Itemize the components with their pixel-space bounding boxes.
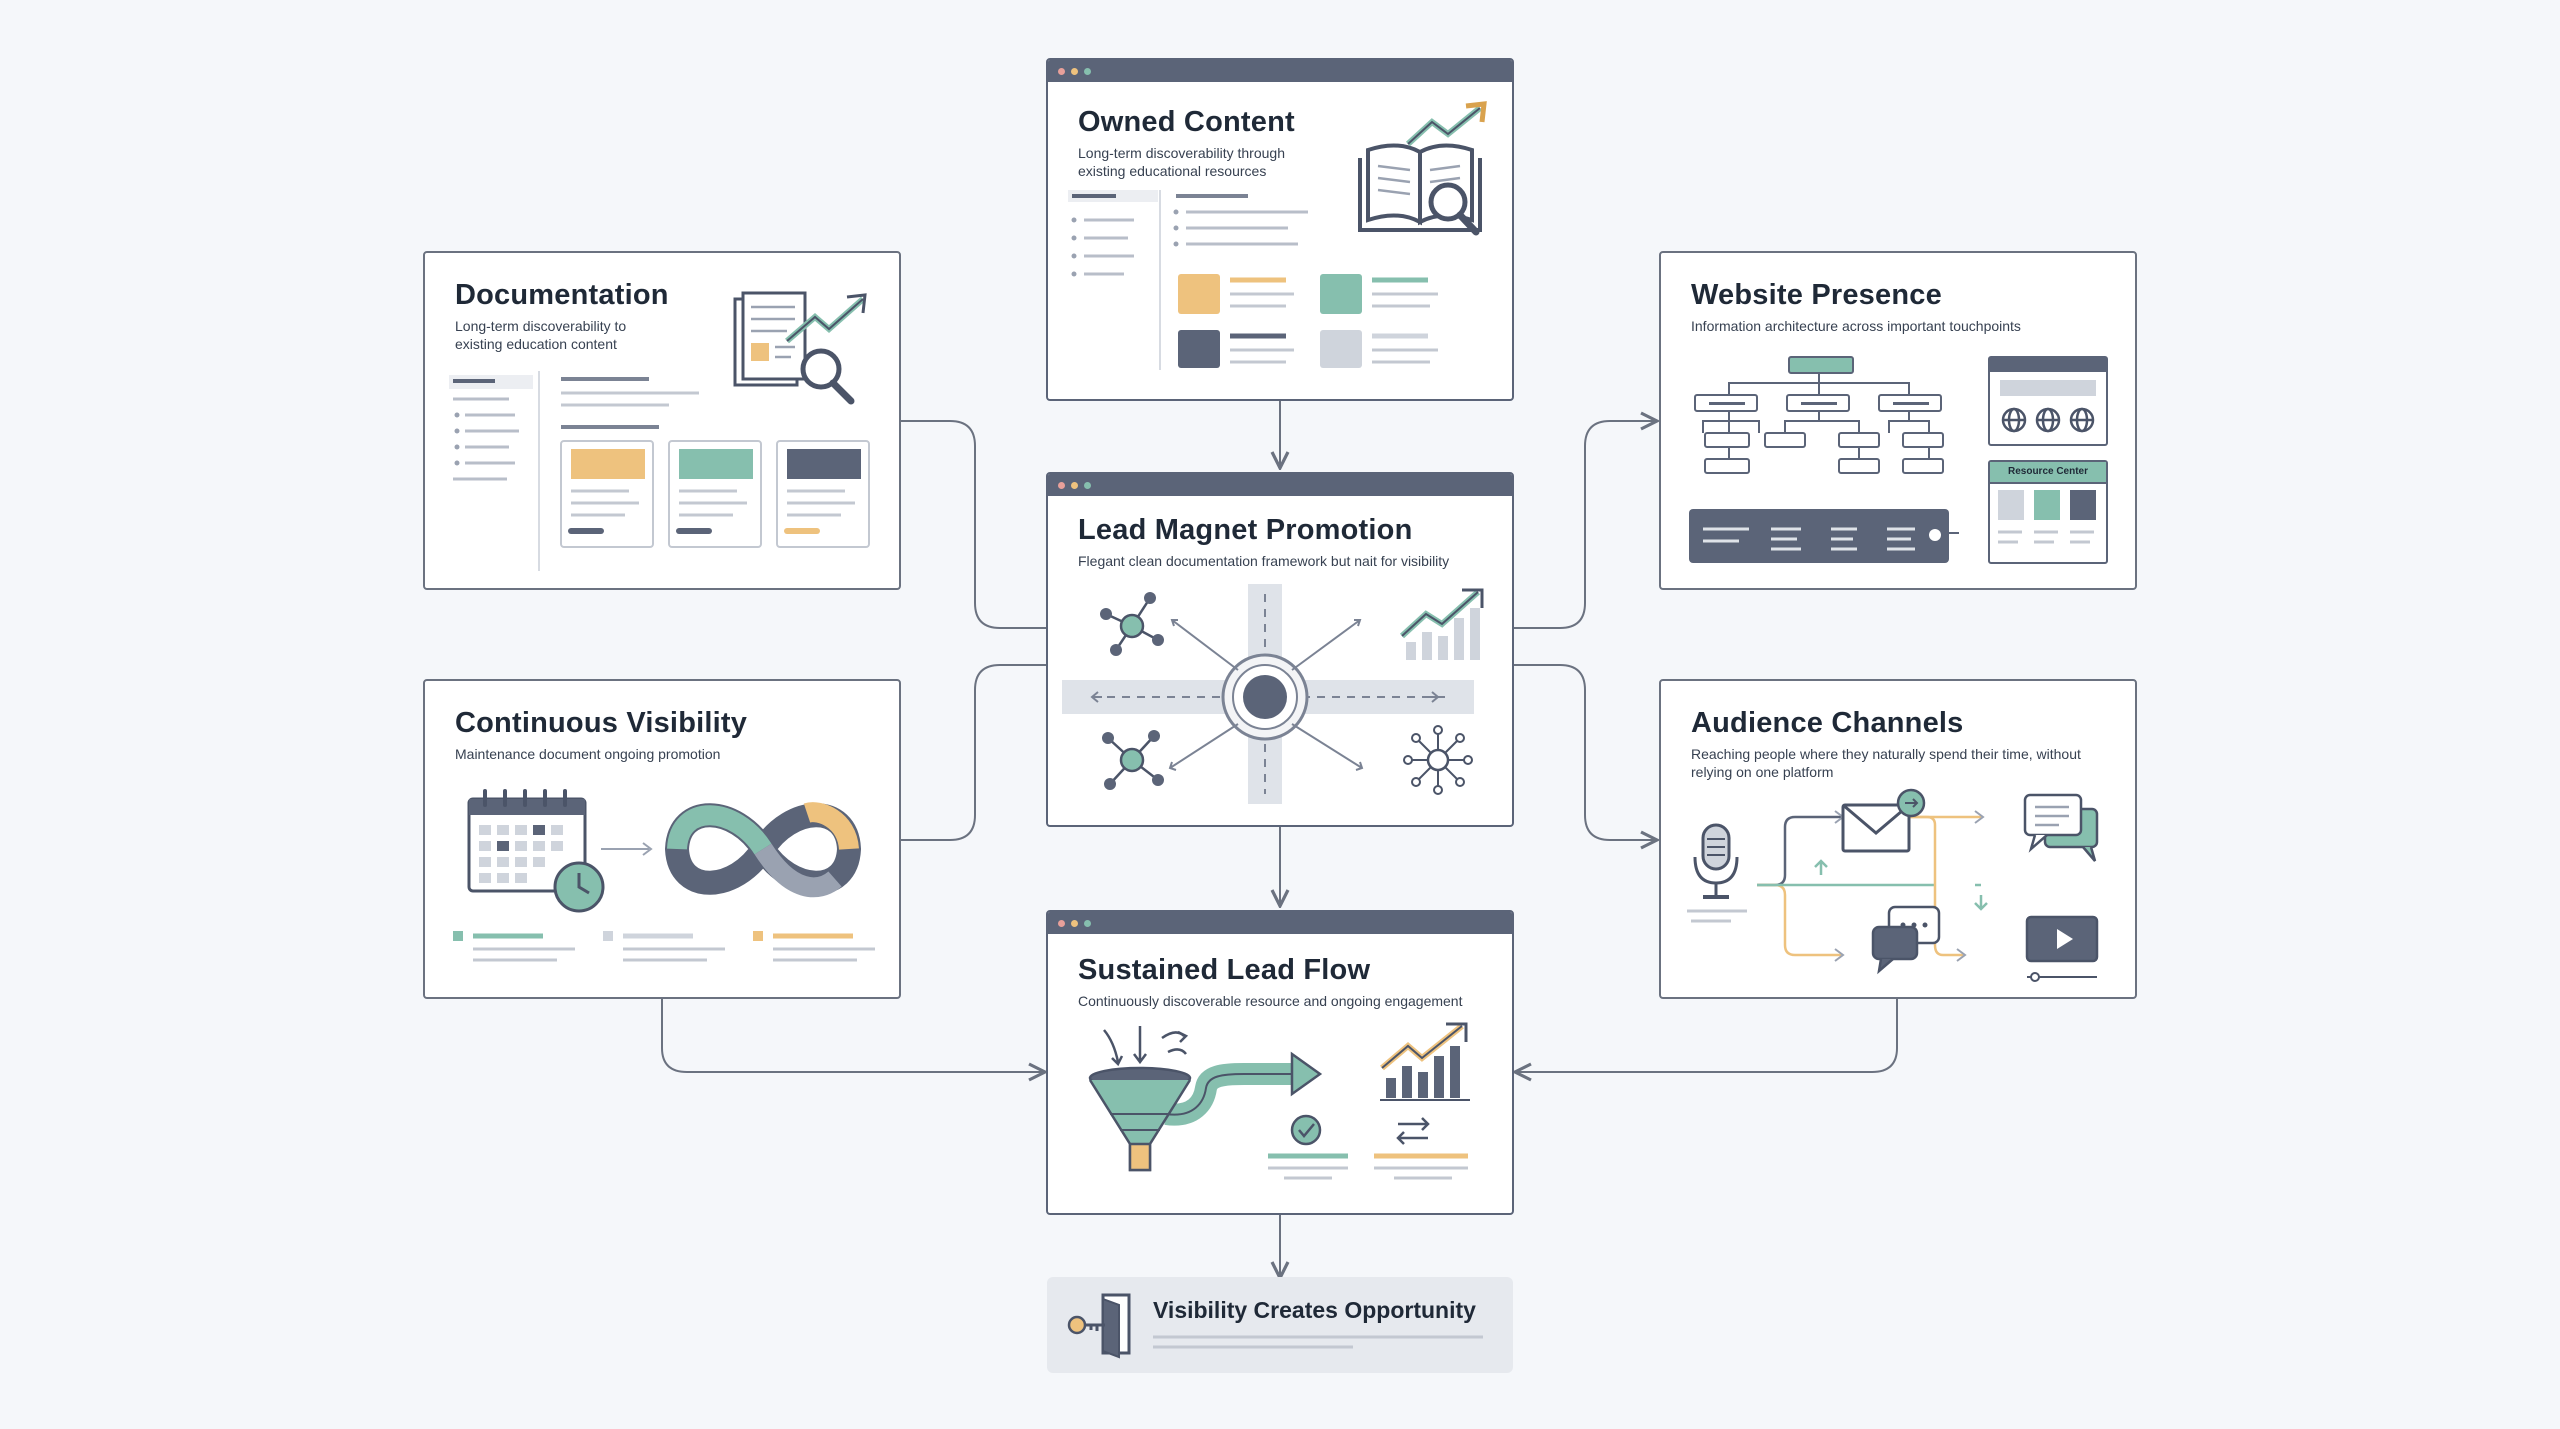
globe-icon [2000, 380, 2096, 433]
infinity-loop-icon [664, 802, 862, 898]
node-title: Owned Content [1078, 106, 1295, 138]
node-title: Continuous Visibility [455, 707, 748, 739]
node-outcome: Visibility Creates Opportunity [1047, 1277, 1513, 1373]
node-subtitle: Information architecture across importan… [1691, 318, 2021, 334]
door-key-icon [1067, 1293, 1131, 1359]
node-lead-magnet: Lead Magnet Promotion Flegant clean docu… [1046, 472, 1514, 827]
arrow-lead-to-website [1513, 421, 1655, 629]
node-subtitle: Continuously discoverable resource and o… [1078, 993, 1463, 1009]
outcome-lines [1153, 1335, 1483, 1349]
node-audience-channels: Audience Channels Reaching people where … [1659, 679, 2137, 999]
window-titlebar [1048, 60, 1512, 82]
node-title: Documentation [455, 279, 669, 311]
documentation-wireframe [449, 371, 870, 571]
resource-tiles [1998, 490, 2096, 544]
growth-chart-icon [1399, 588, 1484, 660]
node-documentation: Documentation Long-term discoverability … [423, 251, 901, 590]
node-subtitle: Long-term discoverability through existi… [1078, 145, 1285, 179]
line-documentation-to-lead [901, 420, 1046, 629]
content-wireframe [1068, 190, 1438, 370]
chat-icon [1871, 905, 1941, 975]
growth-chart-icon [1380, 1022, 1470, 1101]
node-website-presence: Website Presence Information architectur… [1659, 251, 2137, 590]
legend-rows [453, 931, 875, 962]
check-icon [1268, 1114, 1348, 1180]
node-subtitle: Maintenance document ongoing promotion [455, 746, 721, 762]
book-magnifier-icon [1358, 101, 1487, 236]
email-icon [1841, 788, 1926, 853]
roundabout-icon [1062, 584, 1474, 804]
node-title: Sustained Lead Flow [1078, 954, 1371, 986]
node-subtitle: Reaching people where they naturally spe… [1691, 746, 2081, 780]
browser-globe-window [1988, 356, 2108, 446]
funnel-icon [1088, 1026, 1323, 1172]
document-magnifier-icon [733, 291, 867, 405]
network-icon [1403, 725, 1473, 795]
node-subtitle: Flegant clean documentation framework bu… [1078, 553, 1450, 569]
calendar-icon [467, 789, 587, 893]
arrow-audience-to-sustained [1517, 999, 1898, 1072]
microphone-icon [1687, 823, 1747, 923]
node-continuous-visibility: Continuous Visibility Maintenance docume… [423, 679, 901, 999]
line-continuous-to-lead [901, 664, 1046, 841]
node-title: Lead Magnet Promotion [1078, 514, 1413, 546]
sitemap-icon [1689, 356, 1959, 563]
resource-center-label: Resource Center [1990, 462, 2106, 484]
arrow-lead-to-audience [1513, 664, 1655, 840]
channel-routing [1757, 810, 1988, 962]
node-subtitle: Long-term discoverability to existing ed… [455, 318, 627, 352]
node-title: Audience Channels [1691, 707, 1964, 739]
window-titlebar [1048, 474, 1512, 496]
window-titlebar [1048, 912, 1512, 934]
resource-center-window: Resource Center [1988, 460, 2108, 564]
arrow-right-icon [601, 842, 653, 856]
node-sustained-flow: Sustained Lead Flow Continuously discove… [1046, 910, 1514, 1215]
chat-icon [2023, 793, 2099, 862]
outcome-title: Visibility Creates Opportunity [1153, 1297, 1476, 1323]
network-icon [1100, 592, 1164, 656]
arrow-continuous-to-sustained [661, 999, 1043, 1072]
clock-icon [553, 861, 605, 913]
video-icon [2025, 915, 2099, 982]
node-title: Website Presence [1691, 279, 1942, 311]
swap-icon [1374, 1117, 1468, 1180]
node-owned-content: Owned Content Long-term discoverability … [1046, 58, 1514, 401]
network-icon [1102, 730, 1164, 790]
